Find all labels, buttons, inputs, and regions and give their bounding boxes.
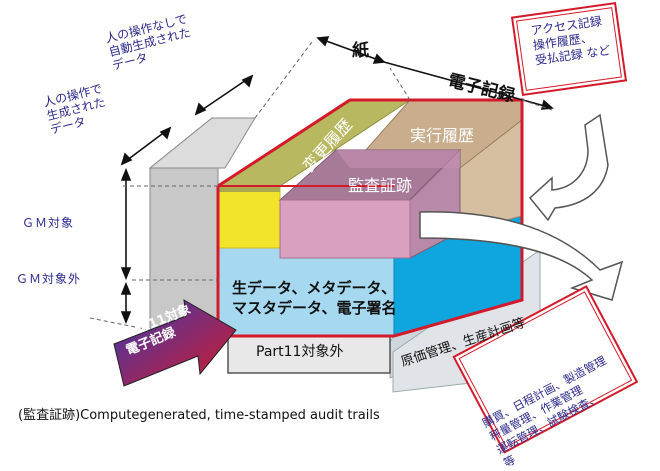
raw-data-line-2: マスタデータ、電子署名 <box>232 299 397 317</box>
gm-target-label: ＧＭ対象 <box>22 216 75 230</box>
gm-non-target-label: ＧＭ対象外 <box>16 272 82 286</box>
footnote: (監査証跡)Computegenerated, time-stamped aud… <box>18 408 380 423</box>
business-mgmt-box <box>452 285 639 454</box>
curved-arrow-white <box>419 113 624 301</box>
paper-label: 紙 <box>352 41 369 61</box>
part11-non-target-label: Part11対象外 <box>256 344 344 360</box>
gray-back-block <box>148 116 256 349</box>
raw-data-label: 生データ、メタデータ、 マスタデータ、電子署名 <box>232 278 397 318</box>
execution-history-label: 実行履歴 <box>410 126 475 145</box>
raw-data-line-1: 生データ、メタデータ、 <box>232 279 397 297</box>
part11-target-arrow <box>113 299 237 387</box>
audit-trail-block <box>278 148 462 259</box>
yellow-block <box>217 185 281 249</box>
dimension-arrows <box>120 36 554 325</box>
audit-trail-label: 監査証跡 <box>348 176 413 195</box>
guide-lines <box>89 41 553 331</box>
part11-non-target-bar <box>227 332 391 374</box>
access-log-box <box>510 2 628 96</box>
